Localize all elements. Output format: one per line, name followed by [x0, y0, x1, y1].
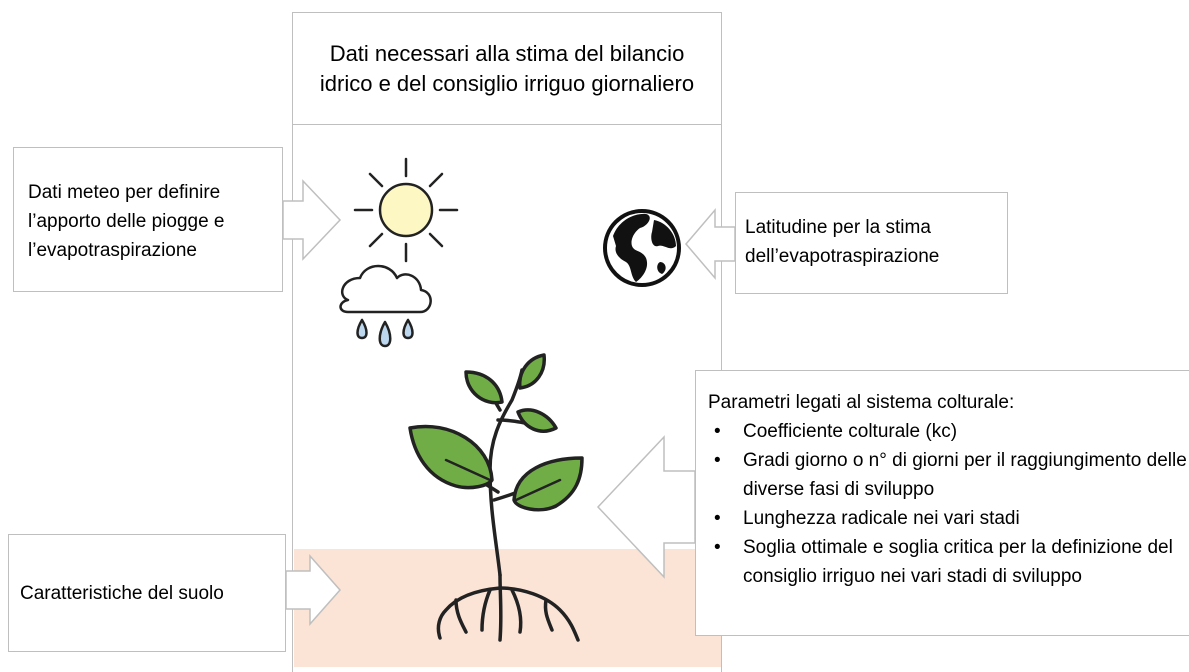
meteo-box: Dati meteo per definire l’apporto delle …	[13, 147, 283, 292]
params-box: Parametri legati al sistema colturale: C…	[695, 370, 1189, 636]
latitude-line2: dell’evapotraspirazione	[745, 246, 940, 267]
latitude-line1: Latitudine per la stima	[745, 217, 931, 238]
params-item-kc: Coefficiente colturale (kc)	[708, 417, 1189, 446]
sun-icon	[353, 157, 459, 263]
params-item-degree-days: Gradi giorno o n° di giorni per il raggi…	[708, 446, 1189, 504]
globe-icon	[603, 209, 681, 287]
arrow-params	[596, 435, 696, 579]
params-item-thresholds: Soglia ottimale e soglia critica per la …	[708, 533, 1189, 591]
soil-area	[293, 549, 721, 667]
soil-label: Caratteristiche del suolo	[20, 582, 224, 604]
diagram-title: Dati necessari alla stima del bilancio i…	[292, 12, 722, 125]
rain-cloud-icon	[339, 264, 432, 348]
plant-icon	[408, 353, 584, 642]
params-list: Coefficiente colturale (kc) Gradi giorno…	[708, 417, 1189, 591]
latitude-box: Latitudine per la stima dell’evapotraspi…	[735, 192, 1008, 294]
meteo-line2: l’apporto delle piogge e	[28, 211, 225, 232]
params-item-root-length: Lunghezza radicale nei vari stadi	[708, 504, 1189, 533]
meteo-line3: l’evapotraspirazione	[28, 240, 197, 261]
arrow-latitude	[685, 207, 736, 281]
arrow-meteo	[282, 179, 342, 261]
soil-box: Caratteristiche del suolo	[8, 534, 286, 652]
arrow-soil	[285, 554, 342, 626]
title-text: Dati necessari alla stima del bilancio i…	[319, 40, 695, 96]
params-heading: Parametri legati al sistema colturale:	[708, 392, 1015, 413]
meteo-line1: Dati meteo per definire	[28, 182, 221, 203]
